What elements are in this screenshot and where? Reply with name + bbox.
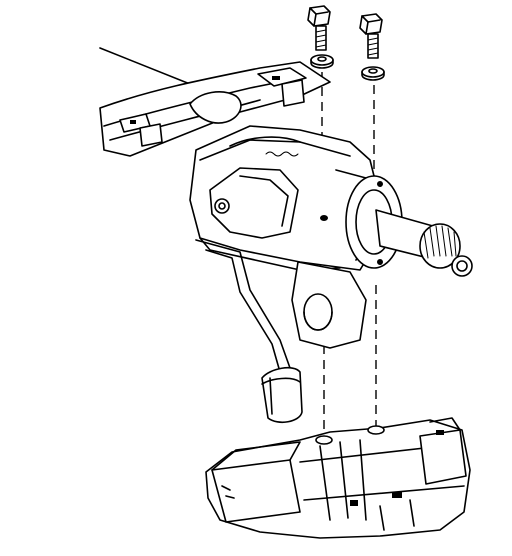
steering-shaft-housing [99,47,331,157]
lower-bracket-assembly [205,417,471,539]
steering-column-mount [189,125,381,271]
washer-left [310,54,334,69]
washer-right [361,66,385,81]
lever-end-cap [261,366,303,424]
clip-right [257,67,307,87]
output-shaft-spline [345,175,473,277]
lever-arm [195,239,367,424]
bolt-left [307,5,331,51]
bolt-right [359,13,383,59]
